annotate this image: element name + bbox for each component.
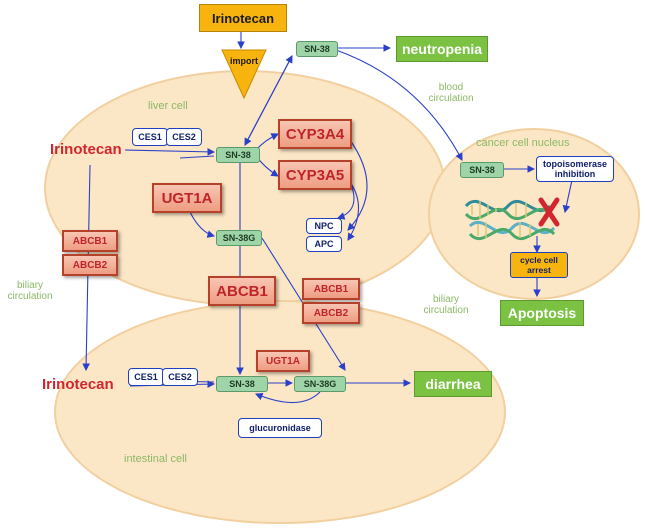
- topoisomerase-inhibition: topoisomerase inhibition: [536, 156, 614, 182]
- biliary-left-label: biliary circulation: [7, 280, 53, 302]
- dna-helix-icon: [464, 199, 556, 241]
- irinotecan-source-label: Irinotecan: [211, 10, 275, 26]
- diarrhea-outcome: diarrhea: [414, 371, 492, 397]
- irinotecan-intestine-label: Irinotecan: [42, 376, 114, 393]
- cyp3a5-enzyme: CYP3A5: [278, 160, 352, 190]
- import-label: import: [230, 56, 258, 66]
- intestinal-cell-label: intestinal cell: [124, 453, 187, 465]
- liver-cell-label: liver cell: [148, 100, 188, 112]
- abcb1-left-transporter: ABCB1: [62, 230, 118, 252]
- sn38g-intestine-node: SN-38G: [294, 376, 346, 392]
- sn38-circulation-node: SN-38: [296, 41, 338, 57]
- sn38-intestine-node: SN-38: [216, 376, 268, 392]
- cancer-cell-label: cancer cell nucleus: [476, 137, 570, 149]
- ces1-intestine: CES1: [128, 368, 164, 386]
- cycle-cell-arrest-label: cycle cell arrest: [520, 255, 558, 275]
- block-x-icon: [538, 197, 560, 227]
- irinotecan-liver-label: Irinotecan: [50, 141, 122, 158]
- import-triangle: [221, 49, 267, 100]
- abcb1-right-transporter: ABCB1: [302, 278, 360, 300]
- abcb2-left-transporter: ABCB2: [62, 254, 118, 276]
- cycle-cell-arrest: cycle cell arrest: [510, 252, 568, 278]
- apoptosis-outcome: Apoptosis: [500, 300, 584, 326]
- glucuronidase-enzyme: glucuronidase: [238, 418, 322, 438]
- sn38-liver-node: SN-38: [216, 147, 260, 163]
- npc-metabolite: NPC: [306, 218, 342, 234]
- abcb2-right-transporter: ABCB2: [302, 302, 360, 324]
- ces2-intestine: CES2: [162, 368, 198, 386]
- cyp3a4-enzyme: CYP3A4: [278, 119, 352, 149]
- biliary-right-label: biliary circulation: [423, 294, 469, 316]
- ces2-liver: CES2: [166, 128, 202, 146]
- blood-circulation-label: blood circulation: [428, 82, 474, 104]
- intestinal-cell: [54, 300, 506, 524]
- sn38-cancer-node: SN-38: [460, 162, 504, 178]
- neutropenia-outcome: neutropenia: [396, 36, 488, 62]
- apc-metabolite: APC: [306, 236, 342, 252]
- irinotecan-source-box: Irinotecan: [199, 4, 287, 32]
- ugt1a-liver-enzyme: UGT1A: [152, 183, 222, 213]
- ugt1a-intestine-enzyme: UGT1A: [256, 350, 310, 372]
- abcb1-center-transporter: ABCB1: [208, 276, 276, 306]
- sn38g-liver-node: SN-38G: [216, 230, 262, 246]
- ces1-liver: CES1: [132, 128, 168, 146]
